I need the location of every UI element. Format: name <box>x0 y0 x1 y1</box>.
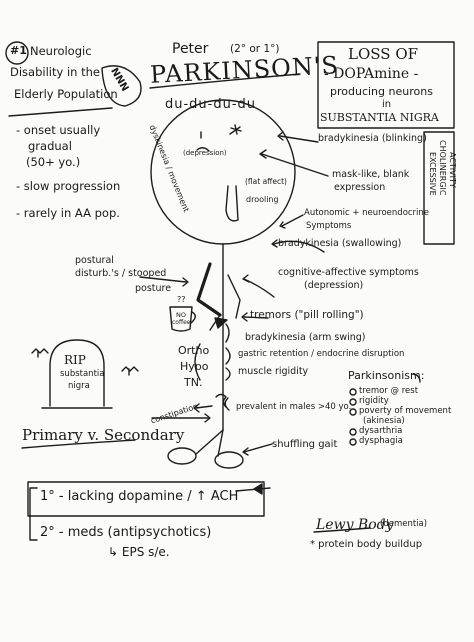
parkinsonism-item-2: rigidity <box>359 396 389 406</box>
person-note: (2° or 1°) <box>230 43 280 55</box>
symptom-autonomic-2: Symptoms <box>306 221 352 231</box>
loss-box-outline <box>317 41 455 129</box>
note-onset: - onset usually <box>16 123 101 137</box>
symptom-prevalent: prevalent in males >40 yo. <box>236 402 352 412</box>
loss-line-5: SUBSTANTIA NIGRA <box>320 111 439 124</box>
symptom-blinking: bradykinesia (blinking) <box>318 133 427 144</box>
symptom-mask-1: mask-like, blank <box>332 169 410 180</box>
symptom-autonomic-1: Autonomic + neuroendocrine <box>304 208 430 218</box>
coffee-word: coffee <box>172 319 191 326</box>
number-badge: #1 <box>10 44 27 57</box>
symptom-mask-2: expression <box>334 182 386 193</box>
postural-3: posture <box>135 283 172 294</box>
topic-line-3: Elderly Population <box>14 87 118 101</box>
symptom-shuffling: shuffling gait <box>272 439 338 450</box>
number-badge-circle <box>5 41 29 65</box>
parkinsonism-item-3: poverty of movement <box>359 406 452 416</box>
lewy-title: Lewy Body <box>316 517 394 533</box>
note-slow: - slow progression <box>16 179 121 193</box>
parkinsonism-item-5: dysarthria <box>359 426 403 436</box>
loss-line-3: producing neurons <box>330 85 433 98</box>
ortho-3: TN. <box>184 376 203 389</box>
postural-2: disturb.'s / stooped <box>75 268 167 279</box>
flat-affect-label: (flat affect) <box>245 177 287 186</box>
tomb-rip: RIP <box>64 353 86 367</box>
excessive-line-2: CHOLINERGIC <box>438 140 447 196</box>
primary-secondary-title: Primary v. Secondary <box>22 426 185 444</box>
loss-line-2: - DOPAmine - <box>324 66 419 82</box>
symptom-rigidity: muscle rigidity <box>238 366 309 377</box>
lewy-detail: * protein body buildup <box>310 539 423 550</box>
person-name: Peter <box>172 41 209 57</box>
coffee-no: NO <box>176 311 186 319</box>
note-gradual: gradual <box>28 139 72 153</box>
ortho-2: Hypo <box>180 360 209 373</box>
postural-1: postural <box>75 255 114 266</box>
parkinsonism-item-1: tremor @ rest <box>359 386 419 396</box>
loss-line-1: LOSS OF <box>348 45 419 63</box>
symptom-swallowing: bradykinesia (swallowing) <box>278 238 402 249</box>
symptom-cognitive-2: (depression) <box>304 280 364 291</box>
lewy-note: (dementia) <box>380 519 428 529</box>
excessive-line-3: ACTIVITY <box>448 152 457 188</box>
topic-line-1: Neurologic <box>30 44 92 58</box>
topic-line-2: Disability in the <box>10 65 100 79</box>
symptom-cognitive-1: cognitive-affective symptoms <box>278 267 419 278</box>
drooling-label: drooling <box>246 195 279 204</box>
ortho-1: Ortho <box>178 344 210 357</box>
tombstone-outline <box>49 339 105 407</box>
note-rare: - rarely in AA pop. <box>16 206 120 220</box>
secondary-line-1: 2° - meds (antipsychotics) <box>40 525 212 540</box>
tomb-line-2: substantia <box>60 369 105 379</box>
tomb-line-3: nigra <box>68 381 90 391</box>
symptom-tremors: tremors ("pill rolling") <box>250 309 364 321</box>
parkinsonism-title: Parkinsonism: <box>348 369 425 382</box>
symptom-gastric: gastric retention / endocrine disruption <box>238 349 405 359</box>
parkinsonism-item-6: dysphagia <box>359 436 403 446</box>
coffee-question: ?? <box>177 295 186 304</box>
primary-line: 1° - lacking dopamine / ↑ ACH <box>40 489 239 504</box>
secondary-line-2: ↳ EPS s/e. <box>108 545 170 559</box>
symptom-arm-swing: bradykinesia (arm swing) <box>245 332 366 343</box>
parkinsonism-item-4: (akinesia) <box>363 416 405 426</box>
excessive-box-outline <box>423 131 455 245</box>
depression-face-label: (depression) <box>183 149 227 157</box>
loss-line-4: in <box>382 99 392 110</box>
mnemonic: du-du-du-du <box>165 97 257 112</box>
excessive-line-1: EXCESSIVE <box>428 152 437 196</box>
note-age: (50+ yo.) <box>26 155 81 169</box>
